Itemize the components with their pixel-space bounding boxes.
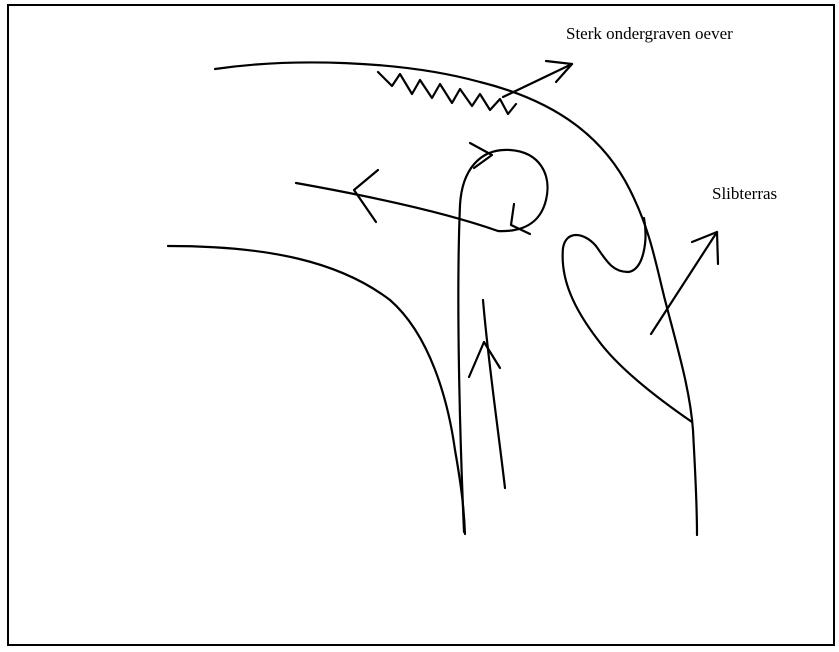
inner-bank-line	[168, 246, 465, 534]
main-flow-arrow-head	[469, 342, 500, 377]
main-flow-line	[483, 300, 505, 488]
mud-terrace-outline	[563, 218, 692, 422]
mud-terrace-label: Slibterras	[712, 184, 777, 204]
undercut-arrow-shaft	[503, 64, 572, 97]
outer-bank-line	[215, 62, 697, 535]
undercut-bank-label: Sterk ondergraven oever	[566, 24, 733, 44]
return-flow-line	[296, 183, 498, 231]
undercut-zigzag	[378, 72, 516, 114]
undercut-arrow-head	[546, 61, 572, 82]
